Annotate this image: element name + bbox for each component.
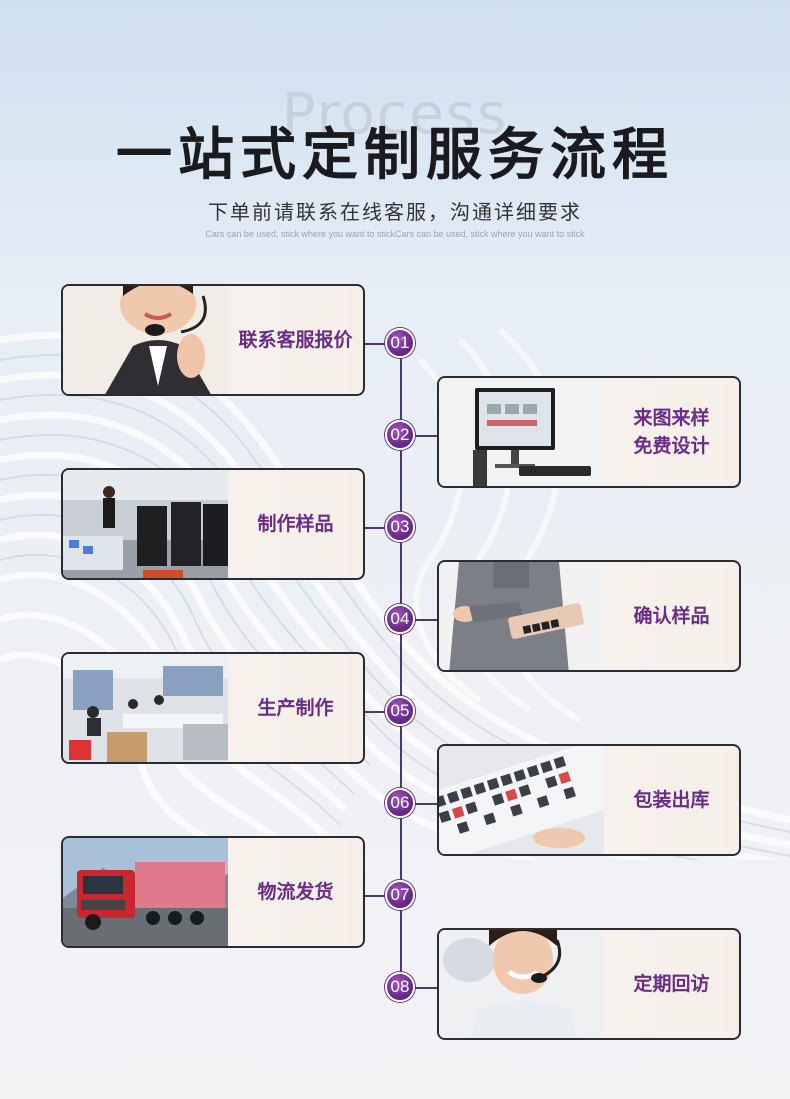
step-label: 来图来样 免费设计: [633, 407, 710, 457]
step-number-04: 04: [385, 604, 415, 634]
step-label: 定期回访: [633, 973, 710, 995]
page-title: 一站式定制服务流程: [116, 123, 674, 188]
production-line-photo: [63, 654, 228, 762]
step-label: 物流发货: [257, 881, 334, 903]
connector-05: [363, 711, 387, 713]
step-number-06: 06: [385, 788, 415, 818]
step-card-06: 包装出库: [437, 744, 741, 856]
step-number-07: 07: [385, 880, 415, 910]
timeline-line: [400, 342, 402, 986]
tagline: Cars can be used, stick where you want t…: [205, 229, 585, 239]
step-card-04: ■■■■ 确认样品: [437, 560, 741, 672]
step-card-08: 定期回访: [437, 928, 741, 1040]
connector-03: [363, 527, 387, 529]
red-truck-photo: [63, 838, 228, 946]
step-card-07: 物流发货: [61, 836, 365, 948]
connector-06: [413, 803, 438, 805]
step-number-01: 01: [385, 328, 415, 358]
connector-07: [363, 895, 387, 897]
step-label: 制作样品: [257, 513, 334, 535]
call-center-agent-photo: [439, 930, 604, 1038]
step-number-05: 05: [385, 696, 415, 726]
step-label: 包装出库: [633, 789, 710, 811]
step-number-02: 02: [385, 420, 415, 450]
step-number-08: 08: [385, 972, 415, 1002]
connector-04: [413, 619, 438, 621]
page-subtitle: 下单前请联系在线客服，沟通详细要求: [208, 200, 582, 224]
step-label: 确认样品: [633, 605, 710, 627]
keycap-packaging-photo: [439, 746, 604, 854]
step-card-01: 联系客服报价: [61, 284, 365, 396]
header: Process 一站式定制服务流程 下单前请联系在线客服，沟通详细要求 Cars…: [0, 0, 790, 260]
connector-08: [413, 987, 438, 989]
customer-service-headset-photo: [63, 286, 228, 394]
step-card-03: 制作样品: [61, 468, 365, 580]
connector-01: [363, 343, 387, 345]
workshop-machines-photo: [63, 470, 228, 578]
step-number-03: 03: [385, 512, 415, 542]
step-label: 生产制作: [257, 697, 334, 719]
connector-02: [413, 435, 438, 437]
step-card-05: 生产制作: [61, 652, 365, 764]
background-watermark-word: Process: [281, 82, 509, 147]
computer-monitor-photo: [439, 378, 604, 486]
worker-holding-sample-photo: ■■■■: [439, 562, 604, 670]
step-label: 联系客服报价: [238, 329, 353, 351]
step-card-02: 来图来样 免费设计: [437, 376, 741, 488]
